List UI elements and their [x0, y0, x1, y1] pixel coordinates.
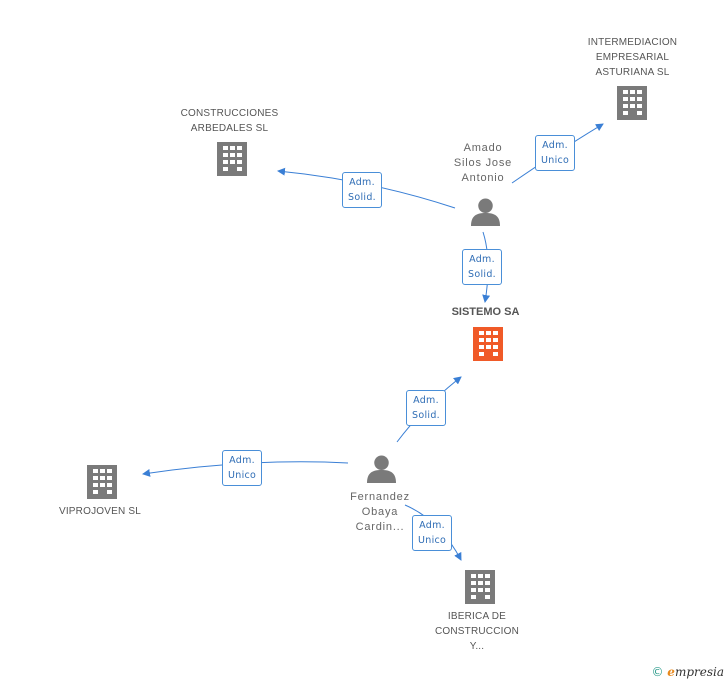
company-label-intermediacion[interactable]: INTERMEDIACION EMPRESARIAL ASTURIANA SL: [587, 37, 678, 78]
role-badge-fernandez-sistemo[interactable]: Adm. Solid.: [406, 390, 446, 426]
company-label-sistemo[interactable]: SISTEMO SA: [451, 306, 520, 318]
person-label-amado[interactable]: Amado Silos Jose Antonio: [453, 142, 513, 184]
building-icon: [465, 570, 495, 604]
copyright-symbol: ©: [651, 665, 664, 679]
building-icon: [217, 142, 247, 176]
company-label-construcciones[interactable]: CONSTRUCCIONES ARBEDALES SL: [180, 108, 279, 134]
person-icon: [471, 198, 500, 226]
role-badge-fernandez-viprojoven[interactable]: Adm. Unico: [222, 450, 263, 486]
company-label-iberica[interactable]: IBERICA DE CONSTRUCCION Y...: [434, 611, 520, 652]
brand-name: mpresia: [674, 665, 724, 679]
person-icon: [367, 455, 396, 483]
role-badge-amado-intermediacion[interactable]: Adm. Unico: [535, 135, 576, 171]
brand-initial: e: [667, 665, 675, 679]
building-icon: [473, 327, 503, 361]
company-label-viprojoven[interactable]: VIPROJOVEN SL: [58, 506, 142, 517]
building-icon: [617, 86, 647, 120]
empresia-logo[interactable]: © empresia: [651, 665, 724, 679]
role-badge-amado-construcciones[interactable]: Adm. Solid.: [342, 172, 382, 208]
building-icon: [87, 465, 117, 499]
role-badge-fernandez-iberica[interactable]: Adm. Unico: [412, 515, 453, 551]
person-label-fernandez[interactable]: Fernandez Obaya Cardin...: [350, 491, 410, 533]
role-badge-amado-sistemo[interactable]: Adm. Solid.: [462, 249, 502, 285]
